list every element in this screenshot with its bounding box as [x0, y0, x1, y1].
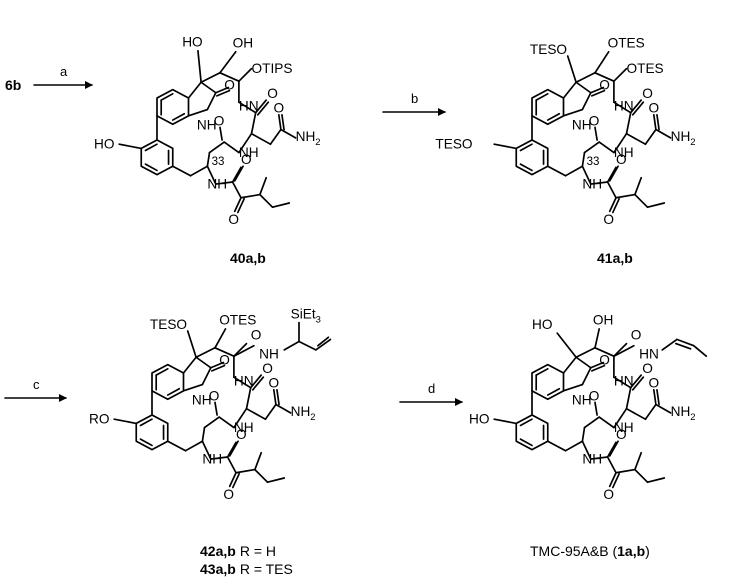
c40-ho-phenol: HO	[94, 136, 114, 151]
c41-nh-3: NH	[582, 176, 602, 191]
c1-ho-phenol: HO	[469, 411, 489, 426]
c41-o-amide: O	[649, 101, 660, 116]
c42-o-4: O	[223, 487, 234, 502]
c41-otes-2: OTES	[627, 61, 664, 76]
c42-nh-lactam: NH	[192, 393, 212, 408]
c1-o-4: O	[603, 487, 614, 502]
step-a-label: a	[60, 64, 68, 79]
c41-otes-1: OTES	[608, 36, 645, 51]
c40-o-lactam: O	[224, 78, 235, 93]
c1-o-lactam: O	[599, 353, 610, 368]
step-c-label: c	[33, 377, 40, 392]
c1-oh-side: OH	[593, 313, 613, 328]
compound-40-label: 40a,b	[230, 250, 266, 266]
compound-1-label: TMC-95A&B (1a,b)	[530, 543, 650, 559]
c40-nh-lactam: NH	[197, 117, 217, 132]
c42-o-lactam: O	[219, 353, 230, 368]
compound-41: TESO OTES OTES O NH HN O O NH2 TESO O NH…	[435, 36, 695, 227]
c40-nh2: NH2	[296, 129, 321, 148]
c42-sieta: SiEt3	[291, 306, 321, 325]
c1-ho-top: HO	[532, 317, 552, 332]
c41-stereo: 33	[587, 156, 600, 168]
c40-o-4: O	[228, 212, 239, 227]
c1-nh2: NH2	[671, 404, 696, 423]
step-b-label: b	[411, 91, 418, 106]
c41-o-2: O	[589, 113, 600, 128]
c41-o-4: O	[603, 212, 614, 227]
c40-o-amide: O	[274, 101, 285, 116]
c1-nh-lactam: NH	[572, 393, 592, 408]
c1-o-3: O	[616, 427, 627, 442]
c40-hn-1: HN	[239, 99, 259, 114]
c42-teso-top: TESO	[150, 317, 187, 332]
c42-o-1: O	[262, 361, 273, 376]
c42-o-top: O	[251, 327, 262, 342]
c1-nh-3: NH	[582, 451, 602, 466]
start-compound-label: 6b	[5, 77, 21, 93]
step-d-label: d	[428, 381, 435, 396]
c40-nh-3: NH	[207, 176, 227, 191]
c1-nh-top: HN	[639, 346, 659, 361]
c42-o-amide: O	[269, 376, 280, 391]
c40-oh-side: OH	[233, 36, 253, 51]
c42-otes: OTES	[219, 313, 256, 328]
c42-nh-2: NH	[234, 420, 254, 435]
c1-o-2: O	[589, 388, 600, 403]
c40-nh-2: NH	[239, 145, 259, 160]
c41-nh-2: NH	[614, 145, 634, 160]
c1-hn-1: HN	[614, 374, 634, 389]
compound-40: HO OH OTIPS O NH HN O O NH2 HO O NH 33 N…	[94, 35, 321, 227]
c42-o-3: O	[236, 427, 247, 442]
c42-nh-top: NH	[259, 346, 279, 361]
c40-otips: OTIPS	[252, 61, 293, 76]
c41-nh-lactam: NH	[572, 117, 592, 132]
c41-teso-phenol: TESO	[435, 136, 472, 151]
c1-o-amide: O	[649, 376, 660, 391]
c40-o-1: O	[267, 86, 278, 101]
compound-41-label: 41a,b	[597, 250, 633, 266]
c42-ro: RO	[89, 411, 109, 426]
c41-o-lactam: O	[599, 78, 610, 93]
c41-o-1: O	[642, 86, 653, 101]
c40-ho-top: HO	[182, 35, 202, 50]
c41-o-3: O	[616, 152, 627, 167]
c1-o-1: O	[642, 361, 653, 376]
c40-o-2: O	[214, 113, 225, 128]
c40-o-3: O	[241, 152, 252, 167]
c42-nh2: NH2	[291, 404, 316, 423]
c42-o-2: O	[209, 388, 220, 403]
c42-hn-1: HN	[234, 374, 254, 389]
c42-nh-3: NH	[202, 451, 222, 466]
c1-o-top: O	[631, 327, 642, 342]
compound-1: HO OH O HN O NH HN O O NH2 HO O NH NH O …	[469, 313, 708, 502]
c41-teso-top: TESO	[530, 42, 567, 57]
c1-nh-2: NH	[614, 420, 634, 435]
compound-42-43: TESO OTES O NH SiEt3 O NH HN O O NH2 RO …	[89, 306, 332, 502]
c40-stereo: 33	[212, 156, 225, 168]
c41-hn-1: HN	[614, 99, 634, 114]
c41-nh2: NH2	[671, 129, 696, 148]
